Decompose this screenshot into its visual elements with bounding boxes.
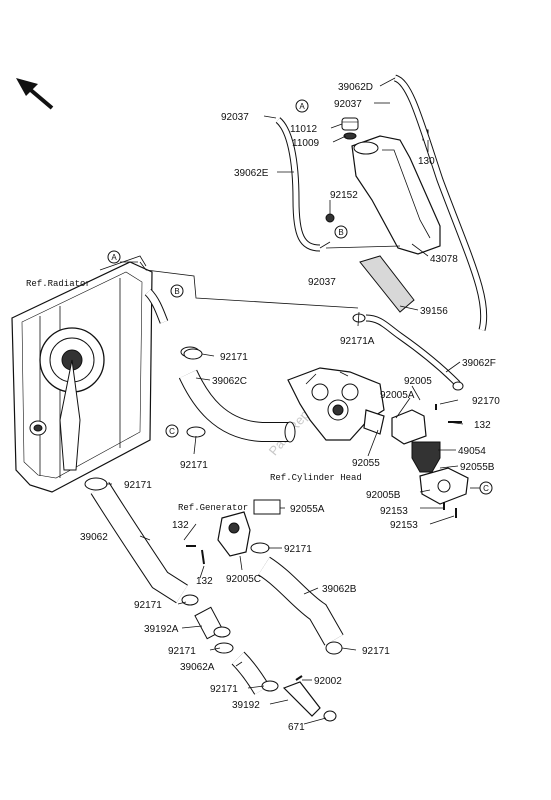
label-92171-h: 92171 [210, 684, 238, 695]
label-92055: 92055 [352, 458, 380, 469]
label-92037-c: 92037 [308, 277, 336, 288]
label-671: 671 [288, 722, 305, 733]
label-92171-g: 92171 [168, 646, 196, 657]
label-92171-d: 92171 [284, 544, 312, 555]
direction-arrow-icon [16, 78, 54, 110]
label-39156: 39156 [420, 306, 448, 317]
label-49054: 49054 [458, 446, 486, 457]
label-92153-a: 92153 [380, 506, 408, 517]
callout-a-top: A [295, 99, 309, 113]
label-39062F: 39062F [462, 358, 496, 369]
label-92005C: 92005C [226, 574, 261, 585]
part-labels: 39062D 92037 92037 11012 11009 130 39062… [80, 82, 500, 733]
label-92037-a: 92037 [221, 112, 249, 123]
label-92171-e: 92171 [134, 600, 162, 611]
label-92055B: 92055B [460, 462, 495, 473]
callout-a-radiator: A [107, 250, 121, 264]
callout-c-right: C [479, 481, 493, 495]
cylinder-head [287, 367, 385, 441]
label-92055A: 92055A [290, 504, 325, 515]
label-39192: 39192 [232, 700, 260, 711]
label-92171-f: 92171 [362, 646, 390, 657]
label-92153-b: 92153 [390, 520, 418, 531]
label-11009: 11009 [292, 138, 320, 149]
label-92005B: 92005B [366, 490, 401, 501]
svg-text:C: C [483, 484, 489, 493]
label-92005: 92005 [404, 376, 432, 387]
callout-c-left: C [165, 424, 179, 438]
callout-b-top: B [334, 225, 348, 239]
label-92171-c: 92171 [124, 480, 152, 491]
label-39062A: 39062A [180, 662, 215, 673]
ref-radiator: Ref.Radiator [26, 279, 91, 289]
label-92171A: 92171A [340, 336, 375, 347]
leader-lines [106, 77, 482, 725]
label-92171-a: 92171 [220, 352, 248, 363]
svg-text:A: A [299, 102, 305, 111]
ref-generator: Ref.Generator [178, 503, 248, 513]
radiator [11, 255, 169, 493]
label-92037-b: 92037 [334, 99, 362, 110]
label-39062: 39062 [80, 532, 108, 543]
label-92152: 92152 [330, 190, 358, 201]
generator-fitting [186, 499, 281, 565]
label-39192A: 39192A [144, 624, 179, 635]
thermostat-assembly [391, 404, 469, 518]
label-132-c: 132 [196, 576, 213, 587]
ref-cylinder-head: Ref.Cylinder Head [270, 473, 362, 483]
label-92171-b: 92171 [180, 460, 208, 471]
label-39062C: 39062C [212, 376, 247, 387]
label-43078: 43078 [430, 254, 458, 265]
label-11012: 11012 [290, 124, 318, 135]
svg-text:A: A [111, 253, 117, 262]
label-130: 130 [418, 156, 435, 167]
svg-text:C: C [169, 427, 175, 436]
label-39062D: 39062D [338, 82, 373, 93]
label-39062B: 39062B [322, 584, 357, 595]
label-92170: 92170 [472, 396, 500, 407]
svg-text:B: B [338, 228, 343, 237]
svg-text:B: B [174, 287, 179, 296]
label-132-b: 132 [172, 520, 189, 531]
reservoir-tank [325, 117, 441, 313]
label-39062E: 39062E [234, 168, 269, 179]
label-92005A: 92005A [380, 390, 415, 401]
callout-b-radiator: B [170, 284, 184, 298]
label-132-a: 132 [474, 420, 491, 431]
label-92002: 92002 [314, 676, 342, 687]
